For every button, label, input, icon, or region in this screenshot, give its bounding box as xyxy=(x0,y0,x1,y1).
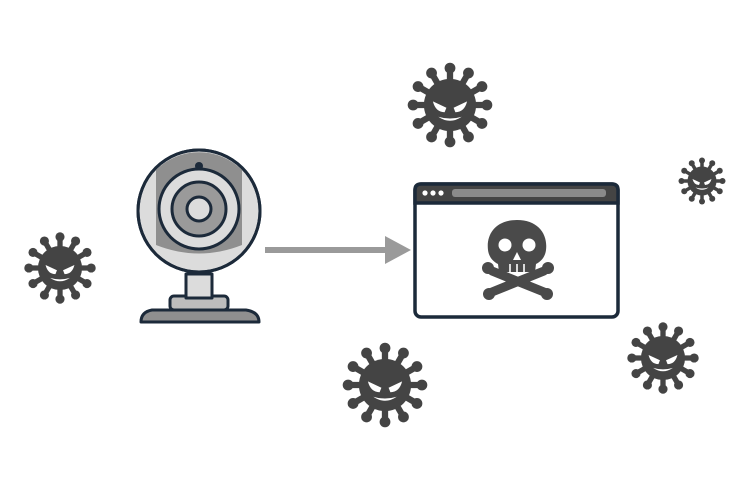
browser-window-icon xyxy=(413,182,620,319)
virus-icon xyxy=(24,232,95,303)
virus-icon xyxy=(677,156,727,206)
skull-crossbones-icon xyxy=(482,220,554,300)
virus-icon xyxy=(343,343,428,428)
virus-icon xyxy=(627,322,698,393)
arrow-right-icon xyxy=(265,236,411,264)
webcam-icon xyxy=(136,148,262,324)
virus-icon xyxy=(408,63,493,148)
